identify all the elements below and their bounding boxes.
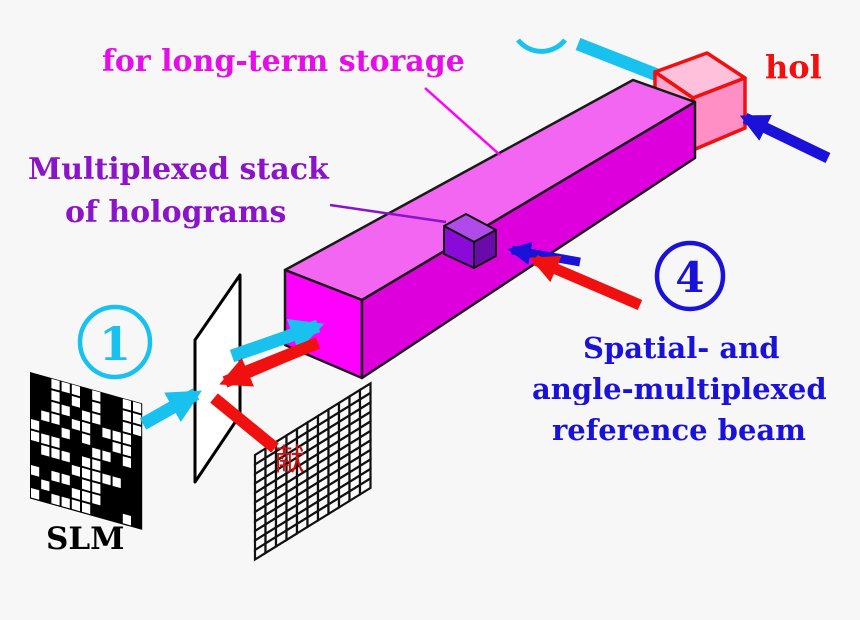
slm-pixel — [82, 490, 91, 503]
slm-pixel — [51, 401, 60, 414]
slm-pixel — [41, 410, 50, 423]
slm-pixel — [71, 499, 80, 512]
slm-pixel — [122, 444, 131, 457]
slm-pixel — [61, 427, 70, 440]
slm-pixel — [92, 413, 101, 425]
slm-grid — [30, 372, 143, 530]
slm-pixel — [82, 456, 91, 469]
step1-number: 1 — [99, 317, 131, 371]
slm-pixel — [61, 473, 70, 486]
reference-label-line2: angle-multiplexed — [532, 373, 827, 406]
step4-circle — [654, 240, 726, 312]
slm-pixel — [122, 513, 131, 526]
slm-pixel — [133, 424, 142, 437]
slm-pixel — [82, 467, 91, 480]
slm-pixel — [61, 381, 70, 394]
slm-pixel — [31, 430, 40, 443]
step1-circle — [77, 304, 153, 380]
slm-pixel — [112, 441, 121, 454]
slm-pixel — [92, 470, 101, 483]
slm-pixel — [51, 493, 60, 506]
slm-pixel — [133, 401, 142, 414]
hologram-label-partial: hol — [765, 48, 822, 86]
slm-pixel — [92, 447, 101, 460]
slm-pixel — [41, 433, 50, 446]
reference-label-line1: Spatial- and — [583, 331, 780, 365]
slm-pixel — [92, 482, 101, 494]
slm-label: SLM — [46, 521, 125, 557]
detector-cell — [358, 476, 372, 497]
cyan-beam-lower — [139, 388, 202, 430]
slm-pixel — [92, 390, 101, 402]
storage-leader-line — [424, 87, 501, 156]
detector-grid — [253, 381, 372, 562]
slm-pixel — [82, 479, 91, 492]
storage-label: for long-term storage — [102, 44, 465, 79]
reference-label-line3: reference beam — [552, 413, 806, 447]
slm-pixel — [82, 433, 91, 446]
hologram-stack-cube — [443, 213, 497, 269]
stack-leader-line — [329, 203, 447, 224]
slm-pixel — [102, 450, 111, 463]
slm-pixel — [122, 433, 131, 445]
partial-step-circle — [516, 38, 567, 54]
slm-pixel — [51, 447, 60, 460]
slm-pixel — [61, 496, 70, 509]
slm-pixel — [122, 421, 131, 434]
slm-pixel — [102, 427, 111, 440]
slm-pixel — [51, 436, 60, 449]
slm-pixel — [31, 488, 40, 500]
slm-pixel — [51, 470, 60, 483]
slm-pixel — [112, 430, 121, 443]
slm-pixel — [122, 398, 131, 411]
slm-pixel — [31, 419, 40, 431]
slm-pixel — [112, 476, 121, 489]
slm-pixel — [102, 473, 111, 486]
slm-pixel — [51, 378, 60, 391]
slm-pixel — [71, 384, 80, 397]
slm-pixel — [92, 401, 101, 414]
slm-pixel — [51, 413, 60, 426]
slm-pixel — [61, 404, 70, 417]
slm-pixel — [92, 459, 101, 471]
slm-pixel — [61, 450, 70, 463]
slm-pixel — [41, 444, 50, 457]
stack-label-line1: Multiplexed stack — [28, 152, 329, 187]
reconstructed-glyph: 献 — [275, 443, 305, 478]
storage-crystal — [283, 78, 697, 380]
red-readout-arrow — [219, 344, 303, 388]
slm-pixel — [92, 493, 101, 506]
slm-pixel — [71, 418, 80, 431]
slm-pixel — [41, 479, 50, 492]
slm-pixel — [51, 390, 60, 403]
slm-pixel — [31, 465, 40, 477]
step4-number: 4 — [675, 253, 704, 302]
blue-beam-top-right — [739, 113, 831, 163]
cyan-beam-upper — [229, 318, 325, 363]
slm-pixel — [122, 410, 131, 422]
slm-pixel — [82, 410, 91, 423]
slm-pixel — [71, 487, 80, 500]
red-reference-beam — [529, 254, 643, 311]
slm-pixel — [82, 502, 91, 515]
slm-pixel — [71, 395, 80, 408]
slm-pixel — [133, 413, 142, 425]
stack-label-line2: of holograms — [65, 195, 287, 230]
slm-pixel — [122, 456, 131, 468]
slm-pixel — [71, 464, 80, 477]
slm-pixel — [82, 421, 91, 434]
